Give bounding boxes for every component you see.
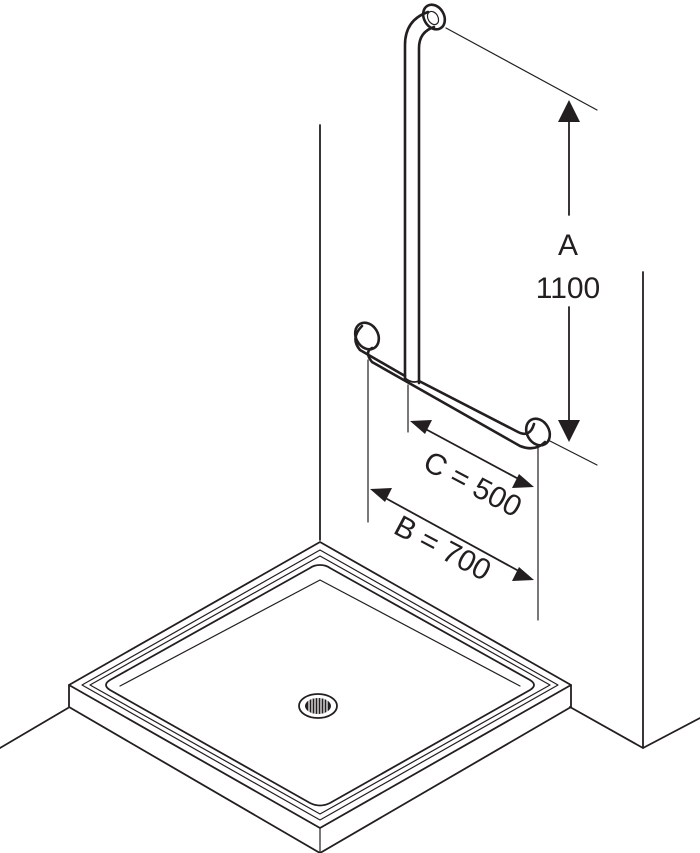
floor-line-left: [0, 707, 69, 749]
dim-a-letter: A: [558, 229, 578, 262]
rail-horizontal-lower: [366, 346, 547, 450]
rail-flange-right: [524, 417, 552, 447]
arrow-right-icon: [512, 567, 534, 581]
dim-a-ext-bottom: [547, 439, 598, 466]
dim-c-line: [417, 424, 527, 484]
dimension-a: A 1100: [445, 27, 601, 466]
dim-a-ext-top: [445, 27, 598, 111]
rail-vertical-tube-right: [417, 25, 436, 385]
arrow-right-icon: [512, 474, 534, 488]
tray-skirt-left: [68, 684, 321, 853]
grab-rail: [353, 3, 552, 450]
corner-walls: [0, 124, 700, 749]
floor-line-right: [569, 706, 700, 749]
tray-basin-edge: [105, 564, 535, 807]
rail-flange-top: [421, 3, 447, 31]
dim-b-line: [377, 493, 527, 576]
rail-horizontal-upper: [354, 324, 536, 436]
rail-vertical-tube-left: [403, 10, 430, 382]
dim-c-label: C = 500: [418, 445, 527, 524]
dim-b-label: B = 700: [389, 510, 497, 588]
shower-tray: [68, 541, 572, 853]
tray-skirt-right: [319, 684, 572, 853]
rail-flange-left: [353, 321, 381, 351]
dim-a-value: 1100: [536, 272, 601, 305]
tray-rim-line-1: [81, 549, 559, 821]
arrow-left-icon: [410, 420, 432, 434]
tray-outer-rim: [68, 541, 572, 829]
arrow-up-icon: [558, 100, 580, 122]
tray-rim-line-2: [89, 555, 551, 815]
tray-basin-inner-line: [119, 579, 521, 687]
rail-junction: [404, 377, 420, 383]
arrow-down-icon: [558, 420, 580, 442]
arrow-left-icon: [370, 488, 392, 502]
drain-icon: [298, 693, 338, 719]
